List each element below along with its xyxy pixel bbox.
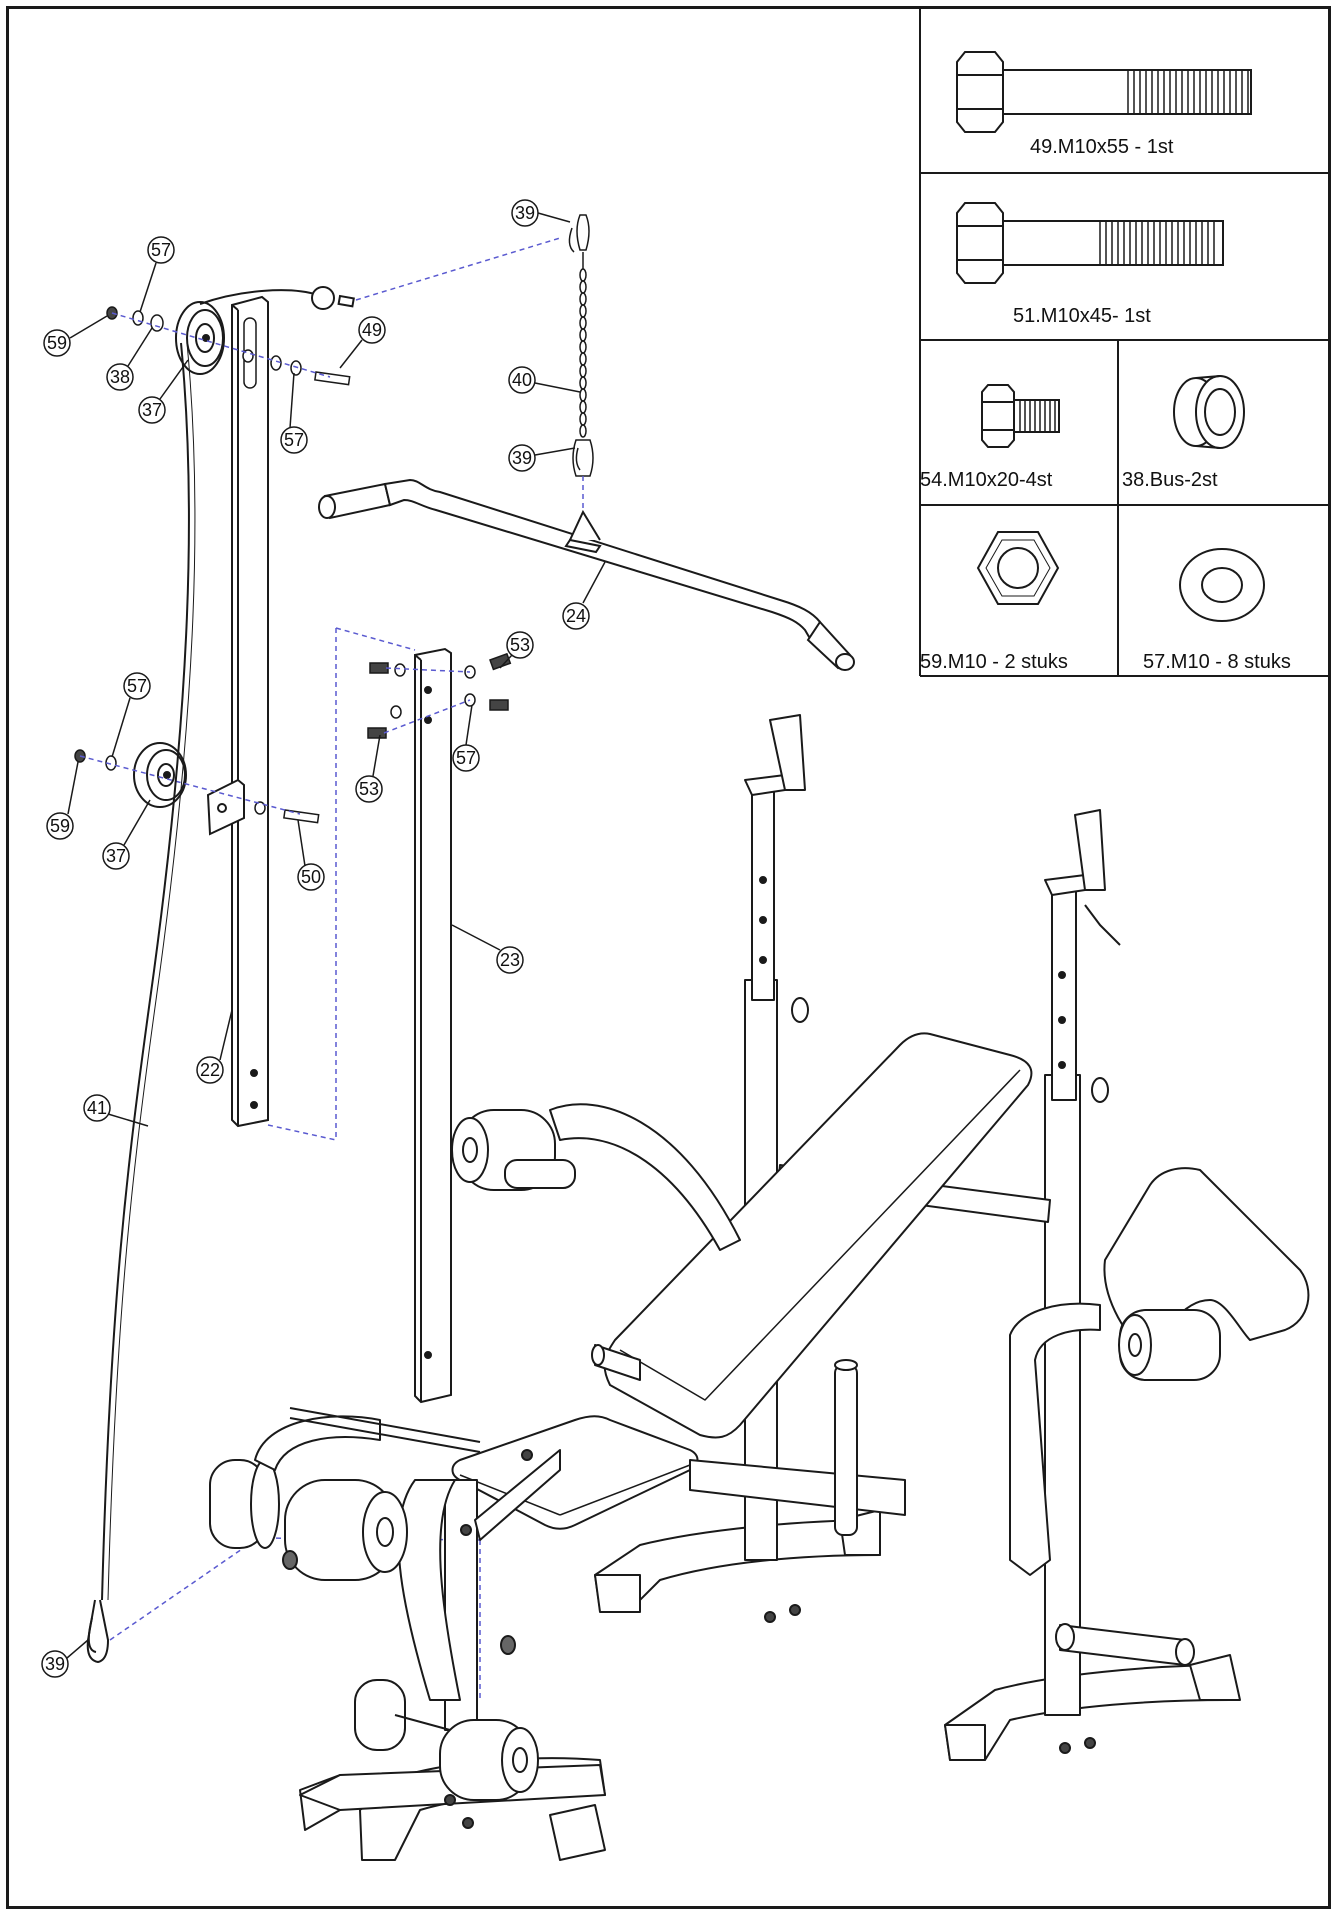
callout-57-lower: 57	[127, 676, 147, 696]
page-border	[6, 6, 1331, 1909]
bolt-m10x20-icon	[981, 384, 1060, 448]
callout-39-top: 39	[515, 203, 535, 223]
callout-37-lower: 37	[106, 846, 126, 866]
nut-icon	[976, 531, 1060, 605]
lower-pulley-wheel	[133, 742, 187, 808]
bush-icon	[1173, 375, 1245, 449]
upright-hardware	[367, 652, 512, 739]
cable	[101, 286, 355, 1601]
bolt-m10x55-icon	[956, 51, 1252, 133]
callout-22: 22	[200, 1060, 220, 1080]
callout-53-left: 53	[359, 779, 379, 799]
bottom-snap-hook	[86, 1599, 110, 1664]
bolt-m10x45-icon	[956, 202, 1224, 284]
callout-50: 50	[301, 867, 321, 887]
callout-39-bottom: 39	[45, 1654, 65, 1674]
callout-23: 23	[500, 950, 520, 970]
callout-24: 24	[566, 606, 586, 626]
callout-numbers: 39 57 59 38 37 49 57 40 39 24 53 57 59 3…	[45, 203, 586, 1674]
washer-57-label: 57.M10 - 8 stuks	[1143, 651, 1291, 673]
chain	[568, 214, 594, 477]
callout-53-top: 53	[510, 635, 530, 655]
callout-37-top: 37	[142, 400, 162, 420]
callout-57-right: 57	[456, 748, 476, 768]
lat-bar	[318, 478, 855, 671]
nut-59-label: 59.M10 - 2 stuks	[920, 651, 1068, 673]
callout-59-lower: 59	[50, 816, 70, 836]
callout-57-mid: 57	[284, 430, 304, 450]
callout-39-mid: 39	[512, 448, 532, 468]
bolt-54-label: 54.M10x20-4st	[920, 469, 1053, 491]
pulley-axle-dash	[79, 312, 331, 815]
parts-table	[919, 8, 1329, 677]
upright-dash	[267, 627, 471, 1141]
callout-markers	[41, 199, 606, 1678]
callout-38: 38	[110, 367, 130, 387]
lat-tower-upright	[206, 295, 269, 1128]
bench-assembly	[209, 714, 1310, 1861]
callout-41: 41	[87, 1098, 107, 1118]
upright-tube-23	[414, 647, 452, 1404]
callout-57-top: 57	[151, 240, 171, 260]
washer-icon	[1179, 548, 1265, 622]
callout-59-top: 59	[47, 333, 67, 353]
callout-40: 40	[512, 370, 532, 390]
bolt-51-label: 51.M10x45- 1st	[1013, 305, 1151, 327]
bolt-49-label: 49.M10x55 - 1st	[1030, 136, 1174, 158]
callout-49: 49	[362, 320, 382, 340]
bush-38-label: 38.Bus-2st	[1122, 469, 1218, 491]
